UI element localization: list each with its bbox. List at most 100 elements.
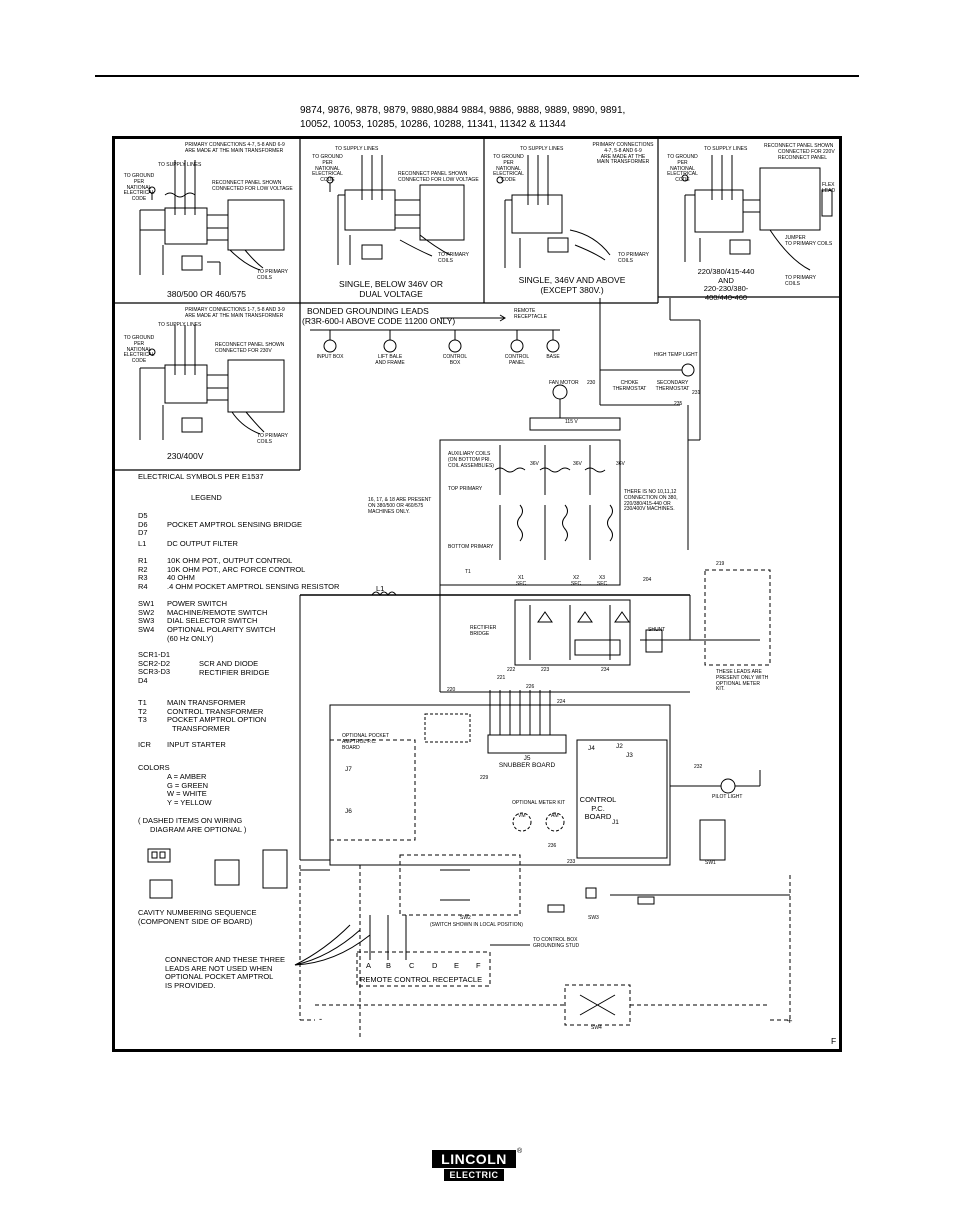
panel-1-schematic: [139, 160, 285, 275]
logo-registered: ®: [517, 1148, 523, 1155]
secondary-thermostat: SECONDARY THERMOSTAT: [655, 380, 690, 392]
panel-1-note: PRIMARY CONNECTIONS 4-7, 5-8 AND 6-9 ARE…: [185, 142, 285, 154]
bottom-primary: BOTTOM PRIMARY: [448, 544, 494, 550]
v115: 115 V: [565, 419, 578, 425]
panel-5-note: PRIMARY CONNECTIONS 1-7, 5-8 AND 3-9 ARE…: [185, 307, 285, 319]
legend-l1-code: L1: [138, 539, 147, 548]
grounding-leads-schematic: [310, 314, 560, 353]
pilot-light: PILOT LIGHT: [712, 794, 743, 800]
high-temp-light: HIGH TEMP LIGHT: [654, 352, 698, 358]
snubber-board: J5 SNUBBER BOARD: [498, 755, 556, 770]
am-label: AM: [551, 813, 559, 819]
panel-5-reconnect: RECONNECT PANEL SHOWN CONNECTED FOR 230V: [215, 342, 285, 354]
legend-group-d: D5 D6 D7: [138, 511, 148, 538]
symbols-note: ELECTRICAL SYMBOLS PER E1537: [138, 472, 264, 481]
receptacle-pin-a: A: [366, 961, 372, 970]
panel-4-caption: 220/380/415-440 AND 220-230/380- 400/440…: [697, 267, 755, 302]
v36-3: 36V: [616, 461, 625, 467]
wire-233: 233: [567, 859, 576, 865]
no-connection-note: THERE IS NO 10,11,12 CONNECTION ON 380, …: [624, 489, 678, 513]
panel-3-schematic: [496, 155, 611, 268]
wire-236: 236: [548, 843, 557, 849]
panel-3-ground: TO GROUND PER NATIONAL ELECTRICAL CODE: [493, 154, 524, 183]
present-note: 16, 17, & 18 ARE PRESENT ON 380/500 OR 4…: [368, 497, 432, 515]
panel-2-schematic: [326, 155, 465, 265]
connector-note: CONNECTOR AND THESE THREE LEADS ARE NOT …: [165, 955, 286, 990]
minus-terminal: -: [319, 1014, 323, 1025]
dashed-note: ( DASHED ITEMS ON WIRING DIAGRAM ARE OPT…: [138, 816, 247, 834]
remote-receptacle: REMOTE CONTROL RECEPTACLE: [360, 975, 483, 984]
panel-4-flex-lead: FLEX LEAD: [822, 182, 836, 194]
wire-230: 230: [587, 380, 596, 386]
sw2-label: SW2: [460, 915, 471, 921]
sw1-label: SW1: [705, 860, 716, 866]
receptacle-pin-b: B: [386, 961, 392, 970]
rectifier-bridge: RECTIFIER BRIDGE: [470, 625, 497, 637]
t1-label: T1: [465, 569, 471, 575]
wire-234: 234: [601, 667, 610, 673]
legend-group-t: T1 T2 T3: [138, 698, 147, 725]
panel-5-caption: 230/400V: [167, 451, 204, 461]
panel-5-supply: TO SUPPLY LINES: [158, 322, 202, 328]
wire-204: 204: [643, 577, 652, 583]
aux-coils: AUXILIARY COILS (ON BOTTOM PRI. COIL ASS…: [448, 451, 494, 469]
j3-label: J3: [626, 752, 633, 759]
panel-5-schematic: [139, 325, 285, 440]
j4-label: J4: [588, 745, 595, 752]
wire-221: 221: [497, 675, 506, 681]
panel-3-note: PRIMARY CONNECTIONS 4-7, 5-8 AND 6-9 ARE…: [592, 142, 654, 166]
receptacle-pin-c: C: [409, 961, 415, 970]
plus-terminal: +: [787, 1016, 793, 1027]
legend-icr-code: ICR: [138, 740, 151, 749]
pocket-amptrol-board: OPTIONAL POCKET AMPTROL P.C. BOARD: [342, 733, 390, 751]
cavity-note: CAVITY NUMBERING SEQUENCE (COMPONENT SID…: [138, 908, 257, 926]
logo-electric: ELECTRIC: [444, 1169, 504, 1181]
wire-235: 235: [674, 401, 683, 407]
panel-5-ground: TO GROUND PER NATIONAL ELECTRICAL CODE: [123, 335, 155, 364]
wire-231: 231: [692, 390, 701, 396]
legend-group-sw: SW1 SW2 SW3 SW4: [138, 599, 155, 634]
meter-leads-note: THESE LEADS ARE PRESENT ONLY WITH OPTION…: [716, 669, 769, 693]
panel-4-jumper: JUMPER TO PRIMARY COILS: [785, 235, 833, 247]
logo-lincoln: LINCOLN: [432, 1150, 516, 1168]
legend-group-t-desc: MAIN TRANSFORMER CONTROL TRANSFORMER POC…: [167, 698, 267, 733]
grounding-subtitle: (R3R-600-I ABOVE CODE 11200 ONLY): [302, 316, 456, 326]
wire-229: 229: [480, 775, 489, 781]
shunt-label: SHUNT: [648, 627, 666, 633]
panel-1-ground: TO GROUND PER NATIONAL ELECTRICAL CODE: [123, 173, 155, 202]
v36-2: 36V: [573, 461, 582, 467]
panel-2-supply: TO SUPPLY LINES: [335, 146, 379, 152]
panel-4-supply: TO SUPPLY LINES: [704, 146, 748, 152]
wire-232: 232: [694, 764, 703, 770]
legend-l1-desc: DC OUTPUT FILTER: [167, 539, 238, 548]
meter-kit-label: OPTIONAL METER KIT: [512, 800, 566, 806]
wire-219: 219: [716, 561, 725, 567]
panel-4-ground: TO GROUND PER NATIONAL ELECTRICAL CODE: [667, 154, 698, 183]
panel-2-ground: TO GROUND PER NATIONAL ELECTRICAL CODE: [312, 154, 343, 183]
ground-item-base: BASE: [546, 354, 560, 360]
models-line-1: 9874, 9876, 9878, 9879, 9880,9884 9884, …: [300, 105, 626, 116]
sw3-label: SW3: [588, 915, 599, 921]
wire-222: 222: [507, 667, 516, 673]
ground-item-lift-bale: LIFT BALE AND FRAME: [375, 354, 405, 366]
top-primary: TOP PRIMARY: [448, 486, 483, 492]
fan-motor: FAN MOTOR: [549, 380, 579, 386]
panel-3-supply: TO SUPPLY LINES: [520, 146, 564, 152]
ground-item-control-panel: CONTROL PANEL: [504, 354, 530, 366]
legend-group-scr: SCR1-D1 SCR2-D2 SCR3-D3 D4: [138, 650, 171, 685]
panel-1-supply: TO SUPPLY LINES: [158, 162, 202, 168]
panel-2-caption: SINGLE, BELOW 346V OR DUAL VOLTAGE: [339, 279, 443, 299]
panel-5-primary-coils: TO PRIMARY COILS: [257, 433, 288, 445]
legend-group-sw-desc: POWER SWITCH MACHINE/REMOTE SWITCH DIAL …: [167, 599, 276, 643]
revision-letter: F: [831, 1036, 837, 1046]
panel-1-reconnect: RECONNECT PANEL SHOWN CONNECTED FOR LOW …: [212, 180, 293, 192]
sw4-label: SW4: [591, 1025, 602, 1031]
colors-title: COLORS: [138, 763, 170, 772]
wire-220: 220: [447, 687, 456, 693]
control-pc-board: CONTROL P.C. BOARD: [579, 795, 617, 822]
legend-icr-desc: INPUT STARTER: [167, 740, 226, 749]
